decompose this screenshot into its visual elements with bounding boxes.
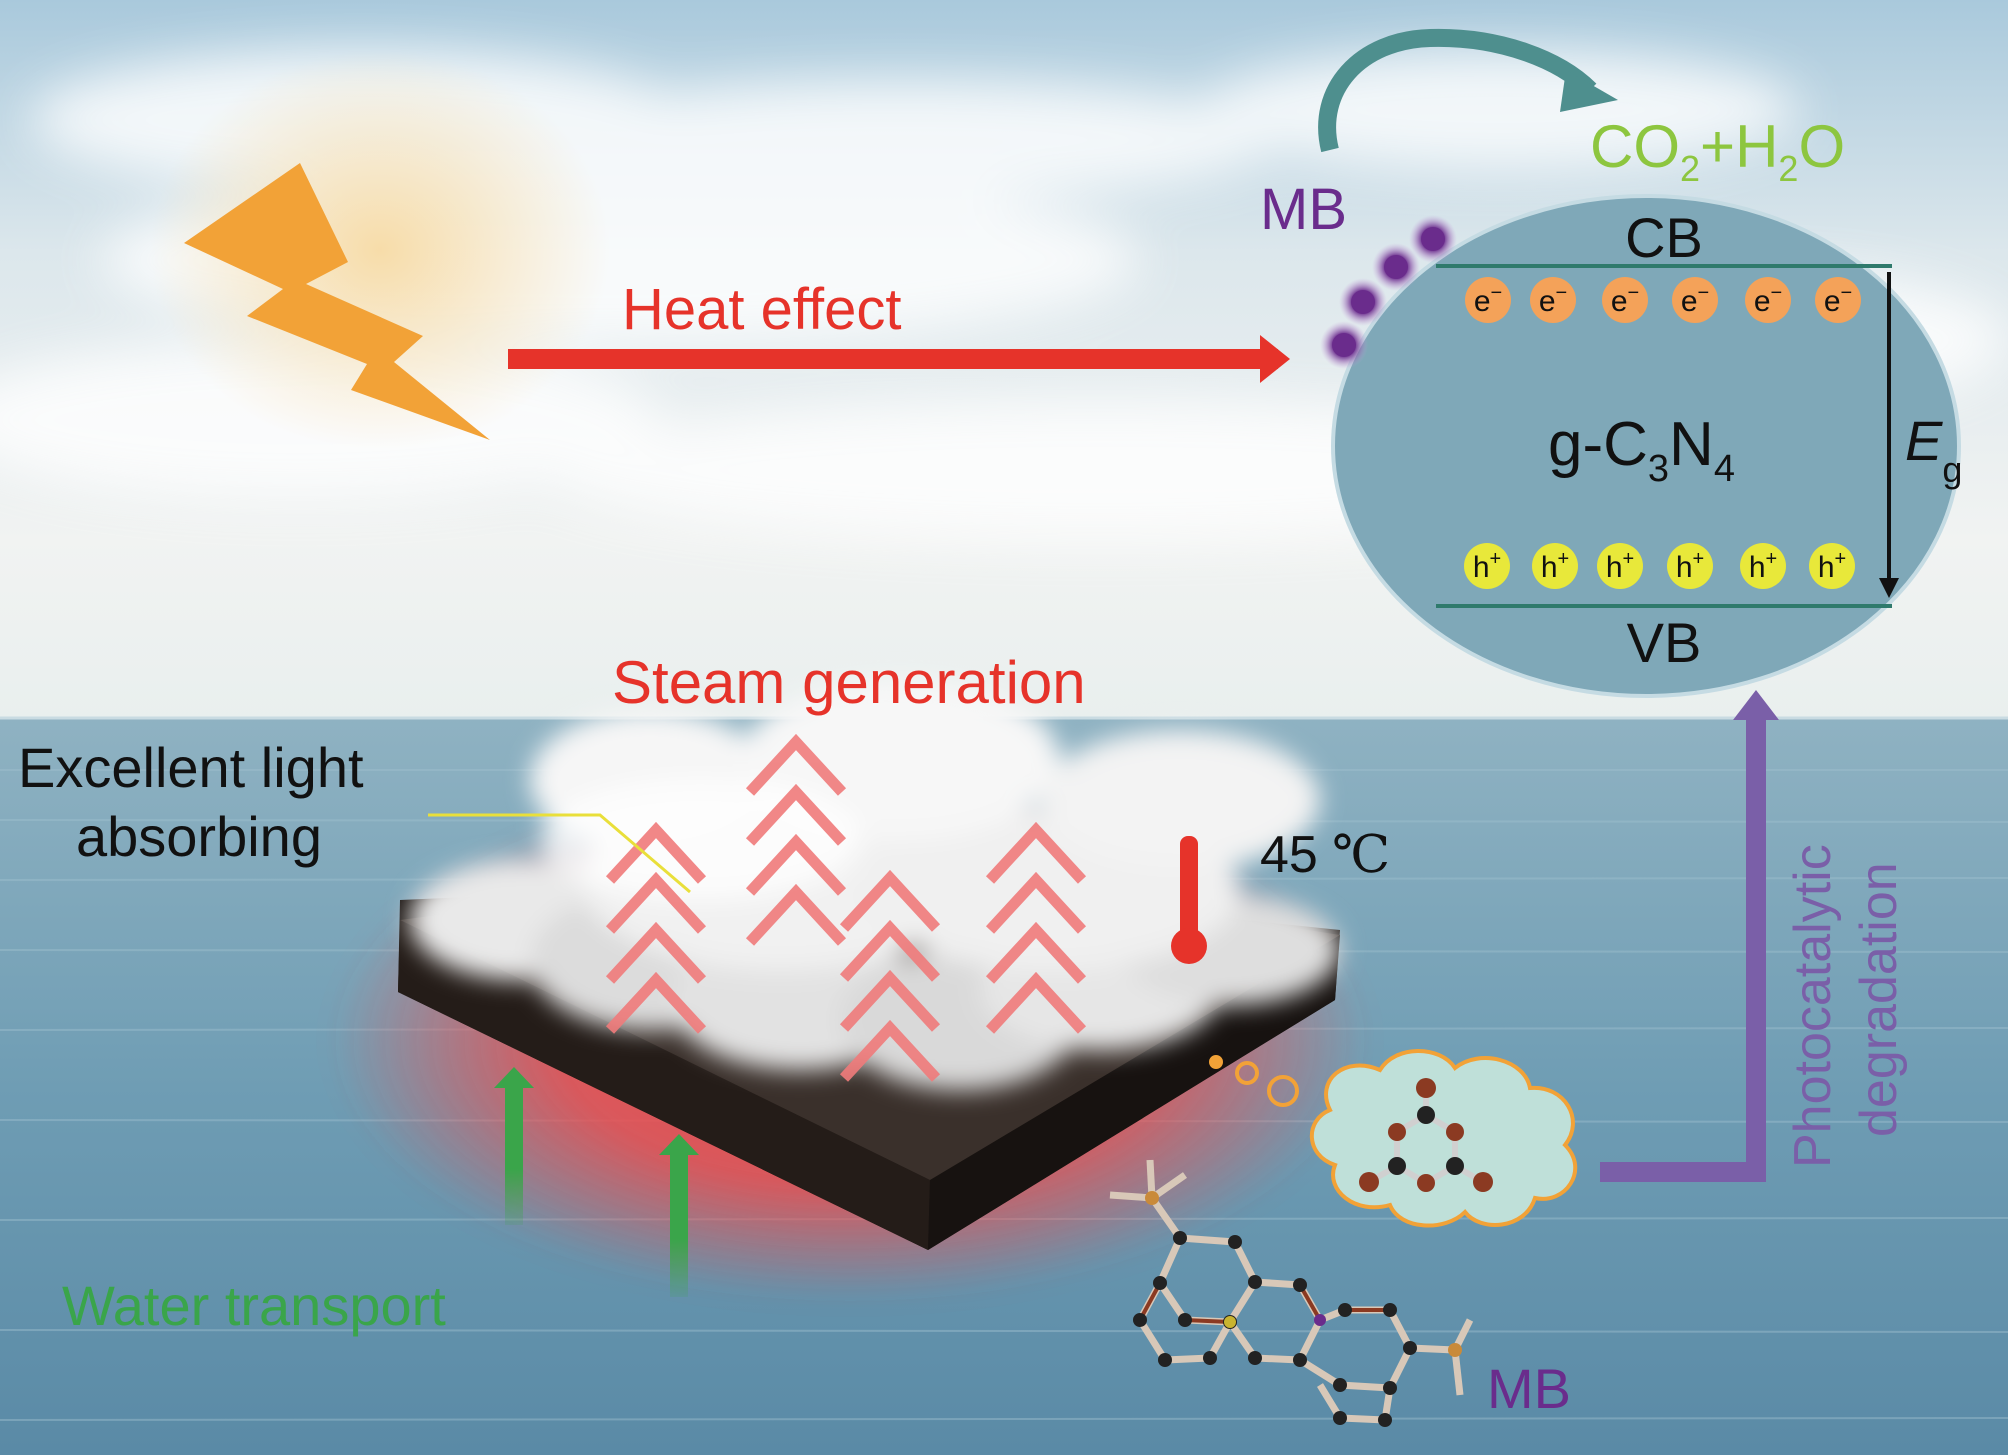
light-absorbing-leader-line bbox=[428, 813, 691, 894]
band-gap-e: E bbox=[1905, 409, 1943, 472]
photocatalytic-label-line2: degradation bbox=[1850, 862, 1908, 1137]
product-plus-h: +H bbox=[1700, 113, 1778, 180]
svg-text:h+: h+ bbox=[1606, 548, 1634, 584]
temperature-unit: ℃ bbox=[1332, 825, 1390, 885]
light-absorbing-label-line1: Excellent light bbox=[18, 736, 364, 799]
electron: e− bbox=[1465, 277, 1511, 323]
svg-text:e−: e− bbox=[1754, 282, 1782, 318]
water-transport-arrow-right bbox=[659, 1134, 699, 1297]
material-subscript-3: 3 bbox=[1648, 448, 1669, 490]
heat-effect-label: Heat effect bbox=[622, 277, 901, 342]
svg-text:h+: h+ bbox=[1749, 548, 1777, 584]
mb-molecule-structure-icon bbox=[1109, 1159, 1474, 1427]
vb-label: VB bbox=[1627, 611, 1702, 674]
hole: h+ bbox=[1464, 543, 1510, 589]
thermometer-icon bbox=[1171, 836, 1207, 964]
light-absorbing-label-line2: absorbing bbox=[76, 805, 322, 868]
svg-text:e−: e− bbox=[1681, 282, 1709, 318]
water-transport-arrow-left bbox=[494, 1067, 534, 1225]
cb-label: CB bbox=[1625, 206, 1703, 269]
hole: h+ bbox=[1532, 543, 1578, 589]
electron: e− bbox=[1602, 277, 1648, 323]
svg-text:h+: h+ bbox=[1541, 548, 1569, 584]
hole: h+ bbox=[1667, 543, 1713, 589]
product-co: CO bbox=[1590, 113, 1680, 180]
electron: e− bbox=[1672, 277, 1718, 323]
material-label: g-C3N4 bbox=[1548, 410, 1735, 490]
electron: e− bbox=[1530, 277, 1576, 323]
sun-glow bbox=[150, 50, 610, 450]
product-subscript-2b: 2 bbox=[1778, 148, 1798, 189]
band-gap-label: Eg bbox=[1905, 409, 1962, 490]
mb-label-top: MB bbox=[1260, 177, 1347, 242]
material-g-c: g-C bbox=[1548, 410, 1648, 479]
water-transport-label: Water transport bbox=[62, 1274, 446, 1337]
steam-chevrons bbox=[605, 733, 1087, 1082]
material-n: N bbox=[1669, 410, 1714, 479]
triazine-molecule-icon bbox=[1359, 1078, 1493, 1192]
temperature-value: 45 bbox=[1260, 826, 1318, 884]
electron: e− bbox=[1745, 277, 1791, 323]
hole: h+ bbox=[1597, 543, 1643, 589]
electrons-row: e− e− e− e− e− e− bbox=[1465, 277, 1861, 323]
holes-row: h+ h+ h+ h+ h+ h+ bbox=[1464, 543, 1855, 589]
photocatalytic-label-line1: Photocatalytic bbox=[1784, 844, 1842, 1168]
hole: h+ bbox=[1740, 543, 1786, 589]
electron: e− bbox=[1815, 277, 1861, 323]
svg-text:e−: e− bbox=[1611, 282, 1639, 318]
thought-bubbles bbox=[1209, 1055, 1299, 1107]
svg-text:e−: e− bbox=[1824, 282, 1852, 318]
product-o: O bbox=[1798, 113, 1845, 180]
lightning-bolt-icon bbox=[184, 163, 490, 440]
material-subscript-4: 4 bbox=[1714, 448, 1735, 490]
svg-text:e−: e− bbox=[1539, 282, 1567, 318]
svg-text:h+: h+ bbox=[1676, 548, 1704, 584]
product-subscript-2: 2 bbox=[1680, 148, 1700, 189]
photocatalytic-arrow bbox=[1600, 690, 1779, 1182]
product-label: CO2+H2O bbox=[1590, 113, 1845, 189]
svg-text:h+: h+ bbox=[1473, 548, 1501, 584]
adsorbed-mb-molecules bbox=[1320, 215, 1457, 369]
steam-generation-label: Steam generation bbox=[612, 649, 1086, 716]
band-gap-arrow bbox=[1879, 272, 1899, 598]
svg-text:h+: h+ bbox=[1818, 548, 1846, 584]
curved-arrow bbox=[1318, 28, 1618, 153]
heat-effect-arrow bbox=[508, 335, 1290, 383]
svg-text:e−: e− bbox=[1474, 282, 1502, 318]
hole: h+ bbox=[1809, 543, 1855, 589]
band-gap-subscript-g: g bbox=[1942, 449, 1962, 490]
mb-label-bottom: MB bbox=[1487, 1357, 1571, 1420]
